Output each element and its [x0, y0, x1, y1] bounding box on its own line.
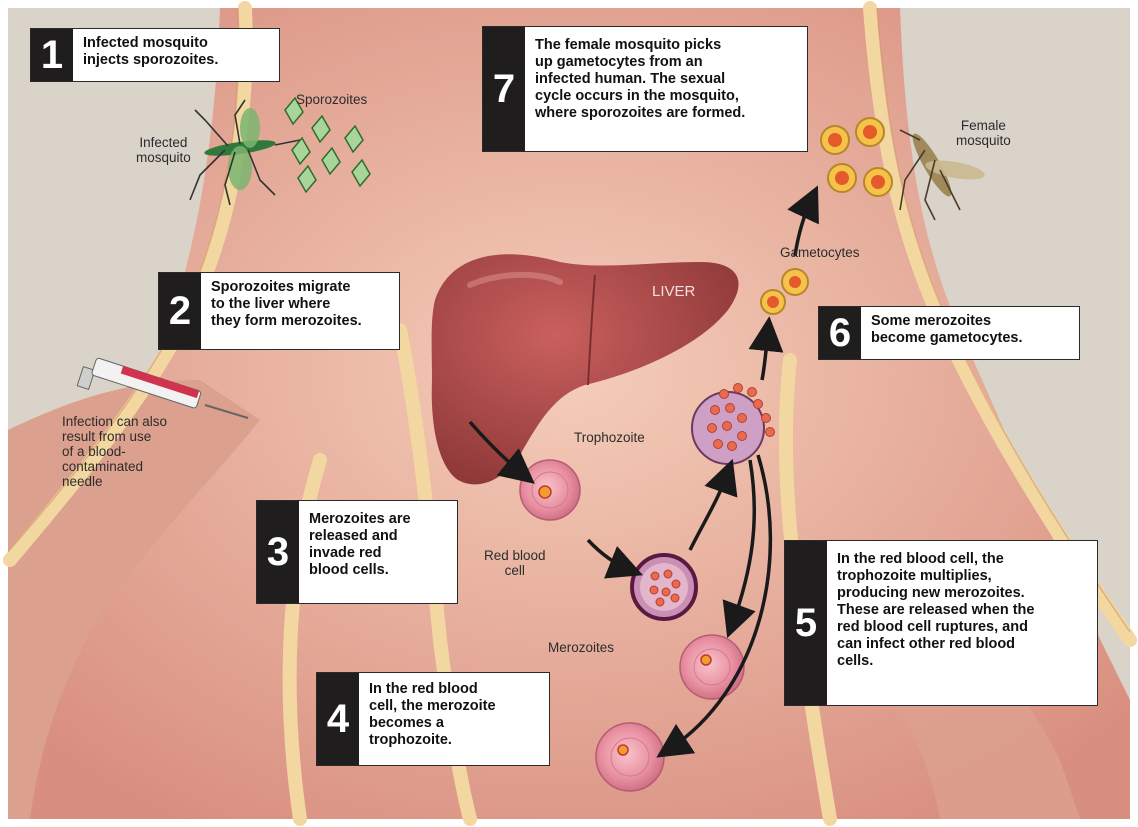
step-1-number: 1: [31, 29, 73, 81]
label-needle-note: Infection can also result from use of a …: [62, 414, 167, 489]
label-trophozoite: Trophozoite: [574, 430, 645, 445]
step-2-text: Sporozoites migrate to the liver where t…: [201, 273, 372, 349]
label-female-mosquito: Female mosquito: [956, 118, 1011, 148]
step-3-box: 3 Merozoites are released and invade red…: [256, 500, 458, 604]
step-7-text: The female mosquito picks up gametocytes…: [525, 27, 755, 151]
label-gametocytes: Gametocytes: [780, 245, 860, 260]
step-6-box: 6 Some merozoites become gametocytes.: [818, 306, 1080, 360]
red-blood-cell-trophozoite: [520, 460, 580, 520]
step-5-number: 5: [785, 541, 827, 705]
step-3-text: Merozoites are released and invade red b…: [299, 501, 421, 603]
step-6-text: Some merozoites become gametocytes.: [861, 307, 1033, 359]
step-5-box: 5 In the red blood cell, the trophozoite…: [784, 540, 1098, 706]
step-1-text: Infected mosquito injects sporozoites.: [73, 29, 228, 81]
step-7-box: 7 The female mosquito picks up gametocyt…: [482, 26, 808, 152]
step-7-number: 7: [483, 27, 525, 151]
step-4-box: 4 In the red blood cell, the merozoite b…: [316, 672, 550, 766]
label-liver: LIVER: [652, 284, 695, 299]
infected-cell-merozoites: [632, 555, 696, 619]
step-5-text: In the red blood cell, the trophozoite m…: [827, 541, 1044, 705]
step-1-box: 1 Infected mosquito injects sporozoites.: [30, 28, 280, 82]
label-sporozoites: Sporozoites: [296, 92, 367, 107]
label-red-blood-cell: Red blood cell: [484, 548, 546, 578]
step-4-number: 4: [317, 673, 359, 765]
step-2-number: 2: [159, 273, 201, 349]
step-6-number: 6: [819, 307, 861, 359]
step-3-number: 3: [257, 501, 299, 603]
red-blood-cell-3: [596, 723, 664, 791]
step-4-text: In the red blood cell, the merozoite bec…: [359, 673, 506, 765]
label-infected-mosquito: Infected mosquito: [136, 135, 191, 165]
red-blood-cell-2: [680, 635, 744, 699]
step-2-box: 2 Sporozoites migrate to the liver where…: [158, 272, 400, 350]
label-merozoites: Merozoites: [548, 640, 614, 655]
